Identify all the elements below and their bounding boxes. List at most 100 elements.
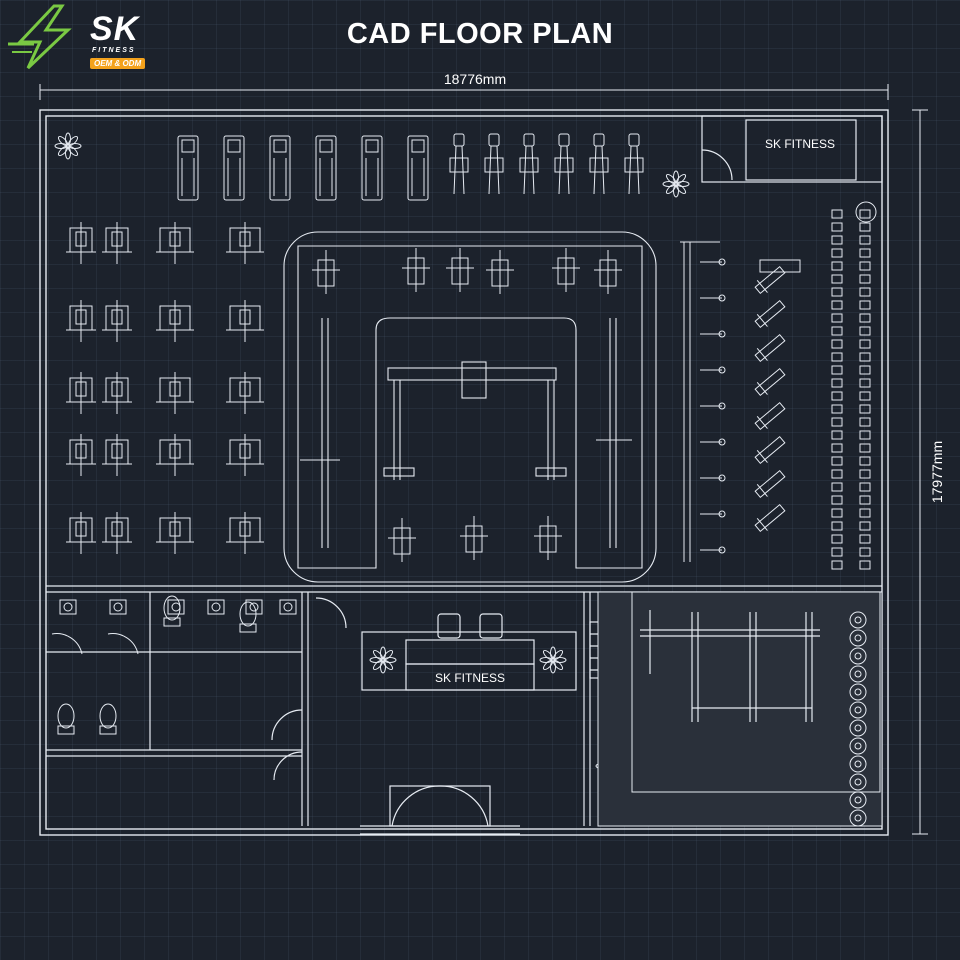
plant-icon	[662, 170, 690, 198]
treadmill-icon	[223, 135, 245, 201]
strength-machine-icon	[226, 372, 264, 414]
dumbbell-icon	[859, 521, 871, 531]
dumbbell-icon	[859, 508, 871, 518]
bench-icon	[754, 435, 786, 465]
dumbbell-icon	[831, 378, 843, 388]
dumbbell-icon	[831, 313, 843, 323]
dumbbell-icon	[831, 404, 843, 414]
plant-icon	[369, 646, 397, 674]
strength-machine-icon	[102, 512, 132, 554]
rack-arm-icon	[700, 546, 726, 554]
sink-icon	[279, 599, 297, 615]
stall-door-icon	[107, 633, 139, 655]
plate-icon	[855, 201, 877, 223]
rack-arm-icon	[700, 402, 726, 410]
dumbbell-icon	[859, 547, 871, 557]
dumbbell-icon	[859, 209, 871, 219]
strength-machine-icon	[66, 372, 96, 414]
plate-icon	[849, 683, 867, 701]
dumbbell-icon	[831, 352, 843, 362]
rack-arm-icon	[700, 438, 726, 446]
treadmill-icon	[269, 135, 291, 201]
bench-icon	[754, 367, 786, 397]
station-icon	[534, 516, 562, 560]
logo-brand-text: SK	[90, 10, 140, 48]
dumbbell-icon	[831, 521, 843, 531]
dumbbell-icon	[831, 326, 843, 336]
station-icon	[552, 248, 580, 292]
dumbbell-icon	[831, 365, 843, 375]
plate-icon	[849, 629, 867, 647]
strength-machine-icon	[226, 300, 264, 342]
plate-icon	[849, 791, 867, 809]
squat-rack	[640, 610, 820, 722]
dumbbell-icon	[831, 222, 843, 232]
dumbbell-icon	[831, 482, 843, 492]
dumbbell-icon	[859, 482, 871, 492]
dumbbell-icon	[859, 495, 871, 505]
dumbbell-icon	[859, 287, 871, 297]
bench-icon	[759, 259, 801, 273]
dumbbell-icon	[831, 495, 843, 505]
toilet-icon	[99, 703, 117, 729]
dumbbell-icon	[831, 547, 843, 557]
station-icon	[312, 250, 340, 294]
dumbbell-icon	[831, 508, 843, 518]
dumbbell-icon	[859, 417, 871, 427]
height-dimension	[912, 109, 928, 835]
strength-machine-icon	[156, 300, 194, 342]
strength-machine-icon	[156, 434, 194, 476]
station-icon	[460, 516, 488, 560]
strength-machine-icon	[226, 434, 264, 476]
dumbbell-icon	[859, 300, 871, 310]
dumbbell-icon	[831, 430, 843, 440]
plate-icon	[849, 737, 867, 755]
dumbbell-racks	[700, 201, 877, 570]
elliptical-icon	[554, 133, 574, 195]
station-icon	[594, 250, 622, 294]
dumbbell-icon	[831, 469, 843, 479]
interior-walls	[46, 585, 882, 835]
strength-machine-icon	[156, 222, 194, 264]
elliptical-icon	[449, 133, 469, 195]
dumbbell-icon	[859, 469, 871, 479]
strength-machine-icon	[102, 372, 132, 414]
dumbbell-icon	[831, 300, 843, 310]
dumbbell-icon	[859, 274, 871, 284]
rack-arm-icon	[700, 474, 726, 482]
strength-machine-icon	[102, 222, 132, 264]
dumbbell-icon	[859, 443, 871, 453]
strength-machine-icon	[66, 512, 96, 554]
dumbbell-icon	[859, 391, 871, 401]
strength-machine-icon	[102, 434, 132, 476]
toilet-icon	[239, 601, 257, 627]
dumbbell-icon	[859, 365, 871, 375]
brand-logo: SK FITNESS OEM & ODM	[6, 4, 166, 70]
strength-machine-icon	[66, 300, 96, 342]
functional-zone	[283, 231, 657, 583]
strength-zone	[66, 222, 264, 554]
bench-icon	[754, 469, 786, 499]
strength-machine-icon	[226, 512, 264, 554]
strength-machine-icon	[66, 222, 96, 264]
dumbbell-icon	[859, 235, 871, 245]
dumbbell-icon	[831, 235, 843, 245]
height-dimension-label: 17977mm	[929, 441, 945, 503]
dumbbell-icon	[831, 417, 843, 427]
plate-icon	[849, 719, 867, 737]
dumbbell-icon	[859, 326, 871, 336]
elliptical-icon	[519, 133, 539, 195]
sink-icon	[109, 599, 127, 615]
plate-icon	[849, 647, 867, 665]
office-label: SK FITNESS	[765, 137, 835, 151]
plant-icon	[54, 132, 82, 160]
sink-icon	[167, 599, 185, 615]
stall-door-icon	[51, 633, 83, 655]
dumbbell-icon	[859, 456, 871, 466]
restroom-fixtures	[51, 595, 297, 735]
strength-machine-icon	[226, 222, 264, 264]
station-icon	[402, 248, 430, 292]
strength-machine-icon	[102, 300, 132, 342]
dumbbell-icon	[831, 287, 843, 297]
elliptical-icon	[484, 133, 504, 195]
